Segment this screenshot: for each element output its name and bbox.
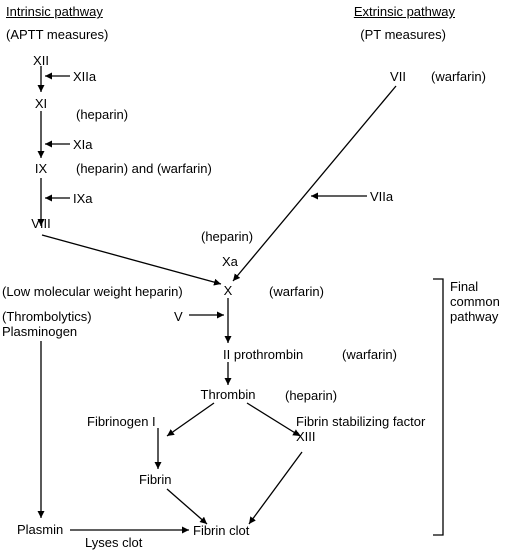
x-drug-warfarin: (warfarin) <box>269 284 324 299</box>
factor-x: X <box>223 283 233 298</box>
factor-xa: Xa <box>222 254 238 269</box>
factor-xiii: XIII <box>296 429 316 444</box>
factor-ixa: IXa <box>73 191 93 206</box>
intrinsic-pathway-title: Intrinsic pathway <box>6 4 103 19</box>
thrombin-drug-heparin: (heparin) <box>285 388 338 403</box>
thrombolytics-label: (Thrombolytics) <box>2 309 92 324</box>
extrinsic-pathway-title: Extrinsic pathway <box>353 4 455 19</box>
fibrin-stabilizing-factor-label: Fibrin stabilizing factor <box>296 414 426 429</box>
factor-viii: VIII <box>31 216 51 231</box>
plasminogen-label: Plasminogen <box>2 324 78 339</box>
final-common-pathway-line3: pathway <box>450 309 499 324</box>
prothrombin-label: II prothrombin <box>223 347 304 362</box>
fibrin-clot-label: Fibrin clot <box>193 523 250 538</box>
arrow-xiii-to-clot <box>248 451 303 525</box>
factor-xii: XII <box>33 53 49 68</box>
factor-xia: XIa <box>73 137 93 152</box>
final-common-bracket <box>433 278 444 536</box>
factor-vii: VII <box>390 69 406 84</box>
plasmin-label: Plasmin <box>17 522 64 537</box>
lyses-clot-label: Lyses clot <box>85 535 143 550</box>
fibrin-label: Fibrin <box>139 472 172 487</box>
xi-drug-heparin: (heparin) <box>76 107 129 122</box>
vii-drug-warfarin: (warfarin) <box>431 69 486 84</box>
arrow-viii-to-x <box>41 234 222 286</box>
low-molecular-weight-heparin: (Low molecular weight heparin) <box>2 284 183 299</box>
factor-ix: IX <box>34 161 48 176</box>
arrow-fibrin-to-clot <box>166 488 208 525</box>
factor-xiia: XIIa <box>73 69 97 84</box>
final-common-pathway-line2: common <box>450 294 500 309</box>
arrow-thrombin-to-fibrin <box>166 402 215 437</box>
factor-v: V <box>174 309 183 324</box>
intrinsic-pathway-subtitle: (APTT measures) <box>6 27 109 42</box>
fibrinogen-label: Fibrinogen I <box>87 414 156 429</box>
factor-xi: XI <box>34 96 48 111</box>
factor-viia: VIIa <box>370 189 394 204</box>
prothrombin-drug-warfarin: (warfarin) <box>342 347 397 362</box>
ix-drug-heparin-warfarin: (heparin) and (warfarin) <box>76 161 212 176</box>
extrinsic-pathway-subtitle: (PT measures) <box>360 27 446 42</box>
thrombin-label: Thrombin <box>200 387 256 402</box>
final-common-pathway-line1: Final <box>450 279 479 294</box>
arrow-vii-to-x <box>232 85 397 282</box>
xa-drug-heparin: (heparin) <box>201 229 254 244</box>
arrow-thrombin-to-xiii <box>246 402 301 437</box>
